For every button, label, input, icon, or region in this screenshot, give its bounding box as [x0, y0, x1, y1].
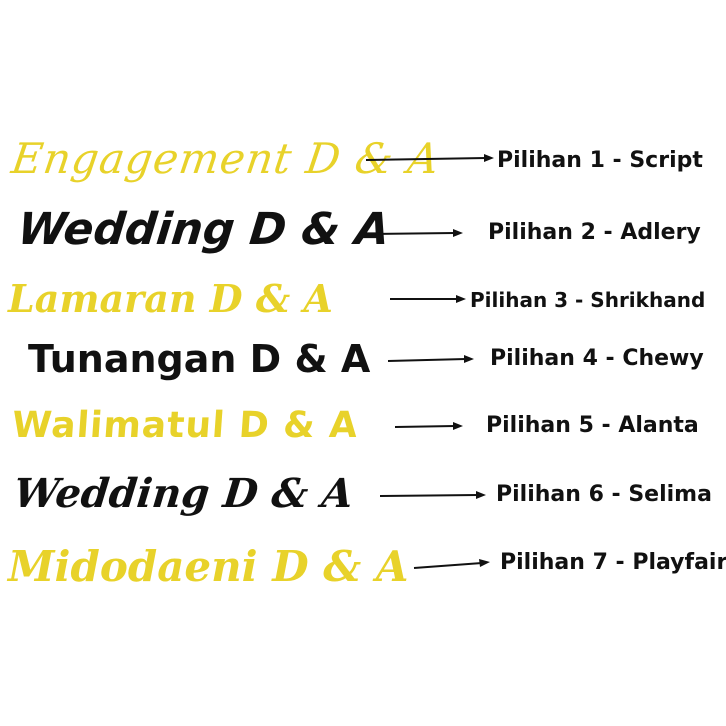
font-option-label-1: Pilihan 1 - Script [497, 148, 703, 173]
font-sample-6: Wedding D & A [11, 470, 356, 517]
font-sample-5: Walimatul D & A [10, 405, 360, 446]
arrow-icon [387, 355, 474, 363]
font-option-label-2: Pilihan 2 - Adlery [488, 220, 701, 245]
font-option-1: Engagement D & A Pilihan 1 - Script [0, 130, 726, 190]
font-sample-7: Midodaeni D & A [8, 542, 409, 591]
font-option-label-7: Pilihan 7 - Playfair [500, 550, 726, 575]
font-option-4: Tunangan D & A Pilihan 4 - Chewy [0, 336, 726, 386]
font-option-3: Lamaran D & A Pilihan 3 - Shrikhand [0, 276, 726, 324]
font-sample-4: Tunangan D & A [28, 337, 371, 381]
font-option-label-4: Pilihan 4 - Chewy [490, 346, 704, 371]
font-option-2: Wedding D & A Pilihan 2 - Adlery [0, 200, 726, 262]
font-option-6: Wedding D & A Pilihan 6 - Selima [0, 468, 726, 524]
arrow-icon [394, 422, 463, 430]
font-sample-3: Lamaran D & A [8, 276, 333, 321]
arrow-icon [413, 559, 490, 569]
arrow-icon [365, 154, 494, 162]
font-option-label-5: Pilihan 5 - Alanta [486, 413, 699, 438]
font-option-5: Walimatul D & A Pilihan 5 - Alanta [0, 404, 726, 452]
font-sample-2: Wedding D & A [15, 204, 393, 255]
arrow-icon [366, 229, 463, 237]
font-option-label-3: Pilihan 3 - Shrikhand [470, 288, 706, 312]
font-option-label-6: Pilihan 6 - Selima [496, 482, 712, 507]
arrow-icon [390, 295, 466, 303]
font-option-7: Midodaeni D & A Pilihan 7 - Playfair [0, 540, 726, 596]
arrow-icon [379, 491, 486, 499]
